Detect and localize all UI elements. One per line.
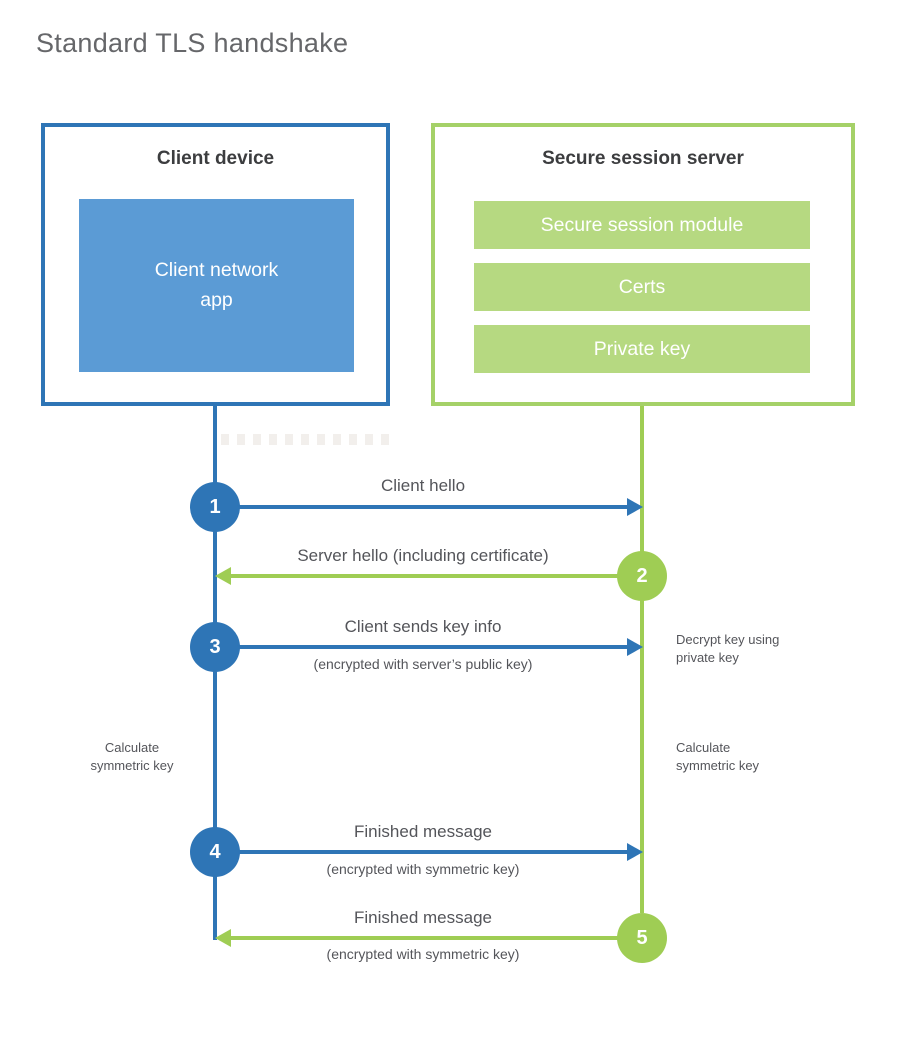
note-calculate-symmetric-key-client: Calculate symmetric key — [90, 740, 174, 773]
step-5-badge: 5 — [617, 913, 667, 963]
message-3-sublabel: (encrypted with server’s public key) — [313, 656, 533, 672]
message-4-sublabel: (encrypted with symmetric key) — [326, 861, 520, 877]
message-4-label: Finished message — [354, 822, 492, 841]
step-2-badge: 2 — [617, 551, 667, 601]
server-title: Secure session server — [542, 148, 744, 169]
message-5-sublabel: (encrypted with symmetric key) — [326, 946, 520, 962]
message-1-arrow-line — [217, 505, 629, 509]
note-decrypt-key: Decrypt key using private key — [676, 632, 780, 665]
client-network-app-box: Client network app — [79, 199, 354, 372]
client-lifeline — [213, 406, 217, 940]
step-4-badge: 4 — [190, 827, 240, 877]
message-1-label: Client hello — [380, 476, 466, 495]
module-secure-session: Secure session module — [474, 201, 810, 249]
message-5-arrow-line — [230, 936, 619, 940]
client-device-box: Client device Client network app — [41, 123, 390, 406]
faint-dashes-artifact — [221, 434, 391, 445]
message-1-arrowhead-right-icon — [627, 498, 643, 516]
message-2-arrowhead-left-icon — [215, 567, 231, 585]
note-calculate-symmetric-key-server: Calculate symmetric key — [676, 740, 760, 773]
message-3-label: Client sends key info — [344, 617, 502, 636]
message-3-arrowhead-right-icon — [627, 638, 643, 656]
client-device-title: Client device — [156, 148, 275, 169]
server-lifeline — [640, 406, 644, 913]
server-box: Secure session server Secure session mod… — [431, 123, 855, 406]
message-4-arrow-line — [217, 850, 629, 854]
message-5-arrowhead-left-icon — [215, 929, 231, 947]
page-title: Standard TLS handshake — [36, 28, 349, 58]
message-4-arrowhead-right-icon — [627, 843, 643, 861]
message-5-label: Finished message — [354, 908, 492, 927]
step-3-badge: 3 — [190, 622, 240, 672]
step-1-badge: 1 — [190, 482, 240, 532]
message-3-arrow-line — [217, 645, 629, 649]
message-2-label: Server hello (including certificate) — [297, 546, 549, 565]
message-2-arrow-line — [230, 574, 642, 578]
module-certs: Certs — [474, 263, 810, 311]
module-private-key: Private key — [474, 325, 810, 373]
